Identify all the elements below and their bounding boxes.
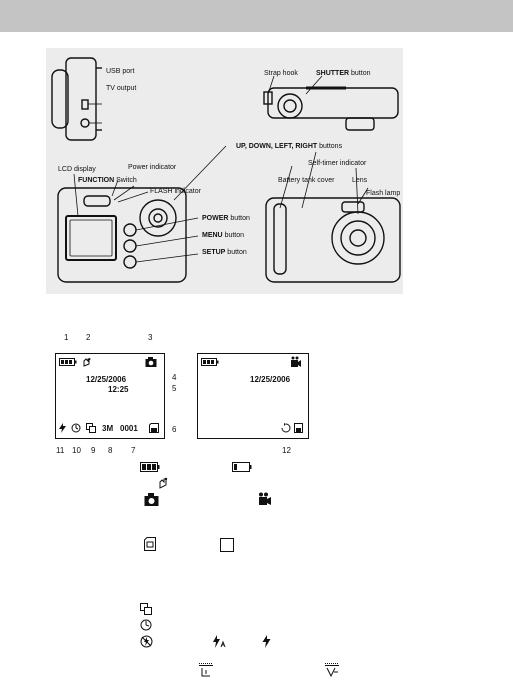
battery-full-icon [59, 358, 77, 366]
memory-card-icon [149, 423, 159, 433]
battery-full-icon-video [201, 358, 219, 366]
flash-lamp-label: Flash lamp [366, 190, 401, 197]
flash-on-icon [59, 423, 66, 433]
legend-memory-card-icon [144, 537, 156, 551]
power-indicator-label: Power indicator [128, 164, 177, 171]
callout-3: 3 [148, 333, 153, 342]
battery-tank-cover-label: Battery tank cover [278, 177, 335, 184]
menu-button-label: MENU button [202, 232, 244, 240]
menu-suffix: button [224, 232, 245, 239]
self-timer-indicator-label: Self-timer indicator [308, 160, 367, 167]
video-mode-icon [291, 356, 301, 367]
callout-4: 4 [172, 373, 177, 382]
power-name: POWER [202, 215, 229, 222]
photo-mode-screen: 12/25/2006 12:25 3M 0001 [55, 353, 165, 439]
legend-flash-auto-icon [213, 635, 226, 648]
page-header-bar [0, 0, 513, 32]
menu-name: MENU [202, 232, 223, 239]
setup-name: SETUP [202, 249, 226, 256]
photo-screen-resolution: 3M [102, 424, 114, 433]
internal-memory-icon [294, 423, 303, 433]
camera-mode-icon [145, 357, 157, 367]
callout-1: 1 [64, 333, 69, 342]
legend-camera-mode-icon [144, 493, 159, 506]
video-screen-date: 12/25/2006 [250, 375, 291, 384]
callout-9: 9 [91, 446, 96, 455]
callout-5: 5 [172, 384, 177, 393]
legend-self-timer-icon [140, 619, 152, 631]
usb-port-label: USB port [106, 68, 135, 75]
legend-white-balance-b-icon [325, 663, 339, 678]
video-mode-screen: 12/25/2006 [197, 353, 309, 439]
legend-battery-full-icon [140, 462, 160, 472]
lens-label: Lens [352, 177, 368, 184]
legend-video-mode-icon [259, 492, 271, 505]
callout-6: 6 [172, 425, 177, 434]
tv-output-label: TV output [106, 85, 137, 92]
continuous-shot-icon [86, 423, 96, 433]
function-name: FUNCTION [78, 177, 115, 184]
directional-name: UP, DOWN, LEFT, RIGHT [236, 143, 318, 150]
photo-screen-counter: 0001 [120, 424, 138, 433]
photo-screen-date: 12/25/2006 [86, 375, 127, 384]
callout-10: 10 [72, 446, 81, 455]
shutter-name: SHUTTER [316, 70, 350, 77]
strap-hook-label: Strap hook [264, 70, 298, 77]
callout-12: 12 [282, 446, 291, 455]
camera-line-drawing [51, 57, 401, 283]
directional-suffix: buttons [319, 143, 343, 150]
callout-7: 7 [131, 446, 136, 455]
photo-screen-time: 12:25 [108, 385, 129, 394]
self-timer-icon [71, 423, 81, 433]
function-suffix: Switch [116, 177, 137, 184]
hand-shake-icon [83, 358, 91, 367]
directional-buttons-label: UP, DOWN, LEFT, RIGHT buttons [236, 143, 342, 151]
legend-white-balance-a-icon [199, 663, 213, 677]
shutter-suffix: button [351, 70, 371, 77]
callout-2: 2 [86, 333, 91, 342]
legend-flash-on-icon [262, 635, 271, 648]
lcd-display-label: LCD display [58, 166, 96, 173]
function-switch-label: FUNCTION Switch [78, 177, 137, 185]
legend-internal-memory-icon [220, 538, 234, 552]
legend-hand-shake-icon [159, 477, 168, 489]
setup-button-label: SETUP button [202, 249, 247, 257]
camera-illustration: USB port TV output Strap hook SHUTTER bu… [46, 48, 403, 294]
setup-suffix: button [227, 249, 247, 256]
image-rotate-icon [281, 423, 291, 433]
callout-11: 11 [56, 446, 65, 455]
callout-8: 8 [108, 446, 113, 455]
legend-flash-off-icon [140, 635, 153, 648]
legend-battery-low-icon [232, 462, 252, 472]
power-suffix: button [230, 215, 250, 222]
flash-indicator-label: FLASH indicator [150, 188, 201, 195]
shutter-label: SHUTTER button [316, 70, 370, 78]
legend-continuous-shot-icon [140, 603, 152, 615]
power-button-label: POWER button [202, 215, 250, 223]
